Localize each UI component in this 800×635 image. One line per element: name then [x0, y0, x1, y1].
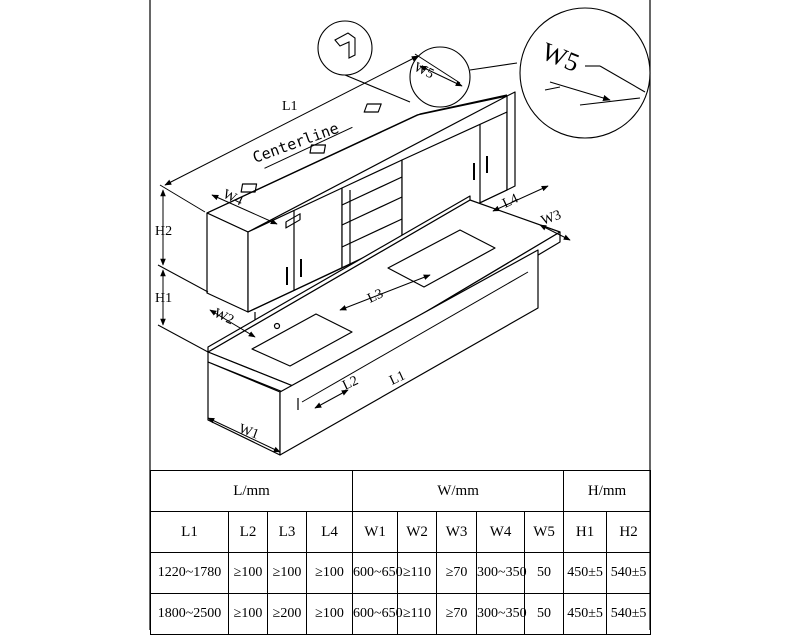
header-cell: W4	[476, 511, 526, 553]
label-w5-small: W5	[411, 60, 436, 82]
label-h1: H1	[155, 291, 172, 306]
header-cell: W1	[352, 511, 399, 553]
dimension-lines	[157, 53, 571, 453]
group-length: L/mm	[149, 470, 354, 512]
table-cell: 1800~2500	[150, 593, 229, 635]
table-cell: 540±5	[606, 593, 652, 635]
label-l4: L4	[500, 191, 520, 211]
label-l3: L3	[365, 286, 385, 306]
table-cell: 300~350	[476, 552, 527, 594]
header-cell: L2	[228, 511, 268, 553]
table-cell: 600~650	[352, 552, 403, 594]
label-l1-bottom: L1	[387, 368, 407, 388]
header-cell: W5	[524, 511, 565, 553]
table-row: 1220~1780 ≥100 ≥100 ≥100 600~650 ≥110 ≥7…	[150, 552, 652, 594]
table-cell: ≥70	[436, 593, 478, 635]
table-cell: ≥100	[267, 552, 307, 594]
detail-callouts	[317, 7, 651, 139]
table-cell: ≥100	[305, 593, 354, 635]
table-cell: ≥110	[397, 552, 438, 594]
table-cell: ≥110	[397, 593, 438, 635]
table-cell: ≥100	[228, 552, 268, 594]
label-w3: W3	[539, 208, 563, 229]
table-cell: 50	[524, 552, 565, 594]
label-l2: L2	[340, 373, 360, 393]
table-cell: ≥100	[305, 552, 354, 594]
header-cell: W2	[397, 511, 438, 553]
table-cell: 600~650	[352, 593, 403, 635]
header-cell: L1	[150, 511, 229, 553]
table-cell: 450±5	[563, 552, 608, 594]
table-cell: 450±5	[563, 593, 608, 635]
group-height: H/mm	[563, 470, 652, 512]
table-cell: ≥70	[436, 552, 478, 594]
table-cell: 50	[524, 593, 565, 635]
table-cell: 1220~1780	[150, 552, 229, 594]
table-cell: ≥200	[267, 593, 307, 635]
header-cell: W3	[436, 511, 478, 553]
table-cell: ≥100	[228, 593, 268, 635]
table-row: 1800~2500 ≥100 ≥200 ≥100 600~650 ≥110 ≥7…	[150, 593, 652, 635]
header-cell: H2	[606, 511, 652, 553]
group-width: W/mm	[352, 470, 565, 512]
table-header-row: L1 L2 L3 L4 W1 W2 W3 W4 W5 H1 H2	[150, 511, 652, 553]
header-cell: L3	[267, 511, 307, 553]
header-cell: H1	[563, 511, 608, 553]
label-h2: H2	[155, 224, 172, 239]
header-cell: L4	[305, 511, 354, 553]
table-group-row: L/mm W/mm H/mm	[149, 470, 652, 512]
label-l1-top: L1	[282, 99, 298, 114]
label-w2: W2	[211, 306, 236, 328]
label-w1: W1	[237, 422, 261, 443]
table-cell: 300~350	[476, 593, 527, 635]
spec-table: L/mm W/mm H/mm L1 L2 L3 L4 W1 W2 W3 W4 W…	[149, 470, 652, 635]
table-cell: 540±5	[606, 552, 652, 594]
